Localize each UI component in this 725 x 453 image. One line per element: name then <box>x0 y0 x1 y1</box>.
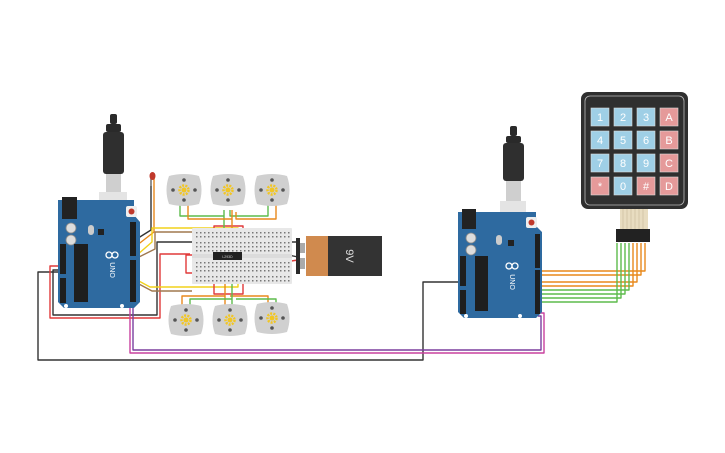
wire-brown-1[interactable] <box>136 231 192 259</box>
arduino-logo-icon <box>505 262 519 270</box>
breadboard[interactable]: L293D <box>192 228 292 284</box>
keypad-key[interactable]: 3 <box>636 107 656 127</box>
gear-icon <box>266 184 278 196</box>
dc-motor[interactable] <box>212 304 248 336</box>
keypad-key-label: 5 <box>620 135 626 147</box>
motor-driver-chip[interactable] <box>213 252 242 260</box>
keypad-key[interactable]: * <box>590 176 610 196</box>
keypad-key-label: # <box>643 181 650 193</box>
keypad-keys: 1 2 3 A 4 5 6 B 7 8 9 C * 0 # D <box>590 107 679 196</box>
gear-icon <box>178 184 190 196</box>
wire-black-led[interactable] <box>134 178 152 241</box>
keypad-key-label: 0 <box>620 181 626 193</box>
keypad-ribbon-wires[interactable] <box>539 243 646 303</box>
wire-red-left-loop[interactable] <box>49 253 190 319</box>
gear-icon <box>180 314 192 326</box>
keypad-key[interactable]: 2 <box>613 107 633 127</box>
keypad-connector[interactable] <box>616 229 650 242</box>
keypad-key-label: B <box>665 135 672 147</box>
gear-icon <box>222 184 234 196</box>
wire-red-bb-bottom[interactable] <box>213 280 244 295</box>
keypad-key[interactable]: B <box>659 130 679 150</box>
battery-9v[interactable]: 9V <box>296 236 382 276</box>
breadboard-holes <box>196 232 290 282</box>
arduino-logo-icon <box>105 251 119 259</box>
keypad-key[interactable]: # <box>636 176 656 196</box>
atmega-chip <box>475 256 488 311</box>
keypad-key-label: 9 <box>643 158 649 170</box>
arduino-uno-left[interactable]: UNO <box>58 114 140 308</box>
keypad-key[interactable]: 0 <box>613 176 633 196</box>
keypad-key-label: 3 <box>643 112 649 124</box>
power-jack <box>62 197 77 219</box>
dc-motors <box>166 174 290 336</box>
battery-label: 9V <box>343 249 355 263</box>
keypad-key-label: C <box>665 158 673 170</box>
keypad-key-label: A <box>665 112 673 124</box>
arduino-right-label: UNO <box>508 274 515 290</box>
keypad-key[interactable]: 5 <box>613 130 633 150</box>
arduino-left-label: UNO <box>108 262 115 278</box>
keypad-key-label: D <box>665 181 673 193</box>
led-icon <box>149 172 156 180</box>
keypad-key[interactable]: 7 <box>590 153 610 173</box>
keypad-key[interactable]: A <box>659 107 679 127</box>
dc-motor[interactable] <box>210 174 246 206</box>
keypad-key[interactable]: C <box>659 153 679 173</box>
usb-cable-icon <box>500 126 526 221</box>
keypad-key-label: 1 <box>597 112 603 124</box>
wire-brown-2[interactable] <box>136 282 192 292</box>
keypad-ribbon <box>616 209 650 242</box>
keypad-key-label: 7 <box>597 158 603 170</box>
keypad-key[interactable]: 6 <box>636 130 656 150</box>
keypad-key-label: 8 <box>620 158 626 170</box>
usb-cable-icon <box>99 114 127 214</box>
keypad-key[interactable]: 1 <box>590 107 610 127</box>
keypad-key-label: 4 <box>597 135 603 147</box>
dc-motor[interactable] <box>166 174 202 206</box>
gear-icon <box>266 312 278 324</box>
arduino-uno-right[interactable]: UNO <box>458 126 542 318</box>
gear-icon <box>224 314 236 326</box>
dc-motor[interactable] <box>168 304 204 336</box>
keypad-key[interactable]: D <box>659 176 679 196</box>
wire-orange-led[interactable] <box>135 178 155 247</box>
atmega-chip <box>74 244 88 302</box>
dc-motor[interactable] <box>254 174 290 206</box>
wire-black-long[interactable] <box>37 271 461 361</box>
keypad-key[interactable]: 4 <box>590 130 610 150</box>
keypad-key-label: 6 <box>643 135 649 147</box>
keypad-key-label: * <box>598 181 603 193</box>
keypad-key[interactable]: 9 <box>636 153 656 173</box>
keypad-4x4[interactable]: 1 2 3 A 4 5 6 B 7 8 9 C * 0 # D <box>581 92 688 242</box>
keypad-key[interactable]: 8 <box>613 153 633 173</box>
keypad-key-label: 2 <box>620 112 626 124</box>
driver-chip-label: L293D <box>222 255 233 259</box>
wire-orange-bottom[interactable] <box>181 284 269 305</box>
dc-motor[interactable] <box>254 302 290 334</box>
led-red[interactable] <box>149 172 156 186</box>
wire-black-left-loop[interactable] <box>52 241 300 316</box>
